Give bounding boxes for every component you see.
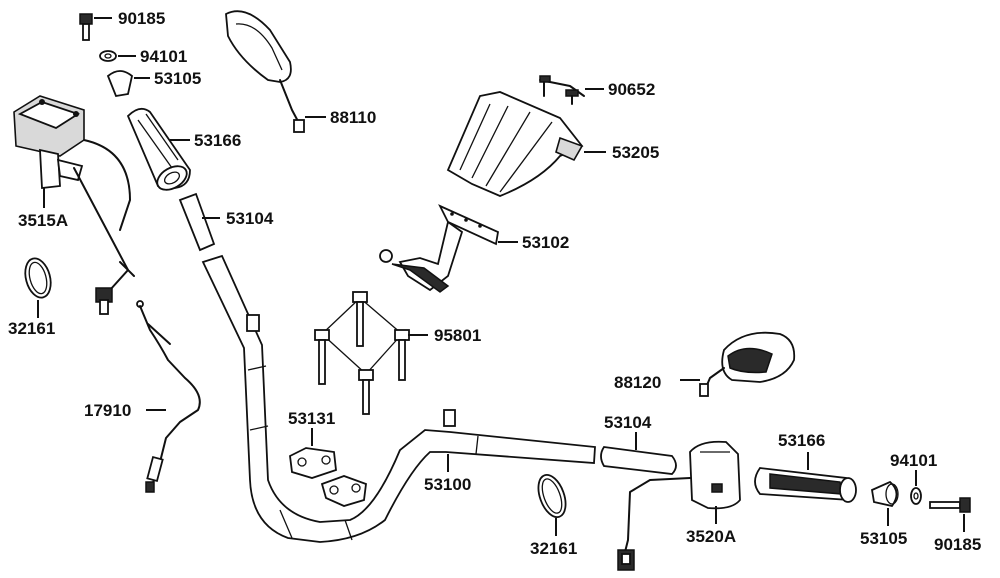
master-cylinder-3515A: [13, 95, 135, 315]
clamps-53131: [289, 447, 367, 507]
label-53100: 53100: [424, 475, 471, 494]
label-32161-left: 32161: [8, 319, 55, 338]
label-94101-right: 94101: [890, 451, 937, 470]
label-3515A: 3515A: [18, 211, 68, 230]
grip-53166-left: [126, 107, 191, 191]
bolt-90185-top: [79, 13, 93, 41]
switch-3520A: [617, 440, 741, 571]
mirror-88110: [225, 10, 305, 133]
label-53102: 53102: [522, 233, 569, 252]
label-90185-top: 90185: [118, 9, 165, 28]
label-53104-right: 53104: [604, 413, 652, 432]
label-17910: 17910: [84, 401, 131, 420]
label-53105-right: 53105: [860, 529, 907, 548]
label-53166-right: 53166: [778, 431, 825, 450]
clamp-32161-left: [24, 257, 52, 299]
label-90652: 90652: [608, 80, 655, 99]
bolts-95801: [314, 291, 410, 415]
label-88120: 88120: [614, 373, 661, 392]
washer-94101-right: [910, 487, 922, 505]
bolt-90185-right: [929, 497, 971, 513]
washer-94101-top: [99, 50, 117, 62]
label-88110: 88110: [330, 108, 376, 127]
weight-53105-right: [870, 480, 899, 508]
weight-53105-top: [106, 70, 133, 98]
label-32161-bottom: 32161: [530, 539, 577, 558]
label-94101-top: 94101: [140, 47, 187, 66]
label-95801: 95801: [434, 326, 481, 345]
cable-17910: [136, 300, 201, 493]
mirror-88120: [699, 331, 796, 397]
label-53166-top: 53166: [194, 131, 241, 150]
label-3520A: 3520A: [686, 527, 736, 546]
windscreen-53205: [446, 91, 584, 197]
clamp-32161-bottom: [537, 474, 567, 518]
label-53105-top: 53105: [154, 69, 201, 88]
bolts-90652: [539, 75, 585, 105]
handlebar-53100: [201, 254, 596, 543]
label-53131: 53131: [288, 409, 335, 428]
tube-53104-right: [600, 446, 677, 475]
grip-53166-right: [754, 467, 857, 503]
label-53104-top: 53104: [226, 209, 274, 228]
label-53205: 53205: [612, 143, 659, 162]
tube-53104-left: [178, 192, 216, 252]
label-90185-right: 90185: [934, 535, 981, 554]
bracket-53102: [379, 204, 500, 293]
